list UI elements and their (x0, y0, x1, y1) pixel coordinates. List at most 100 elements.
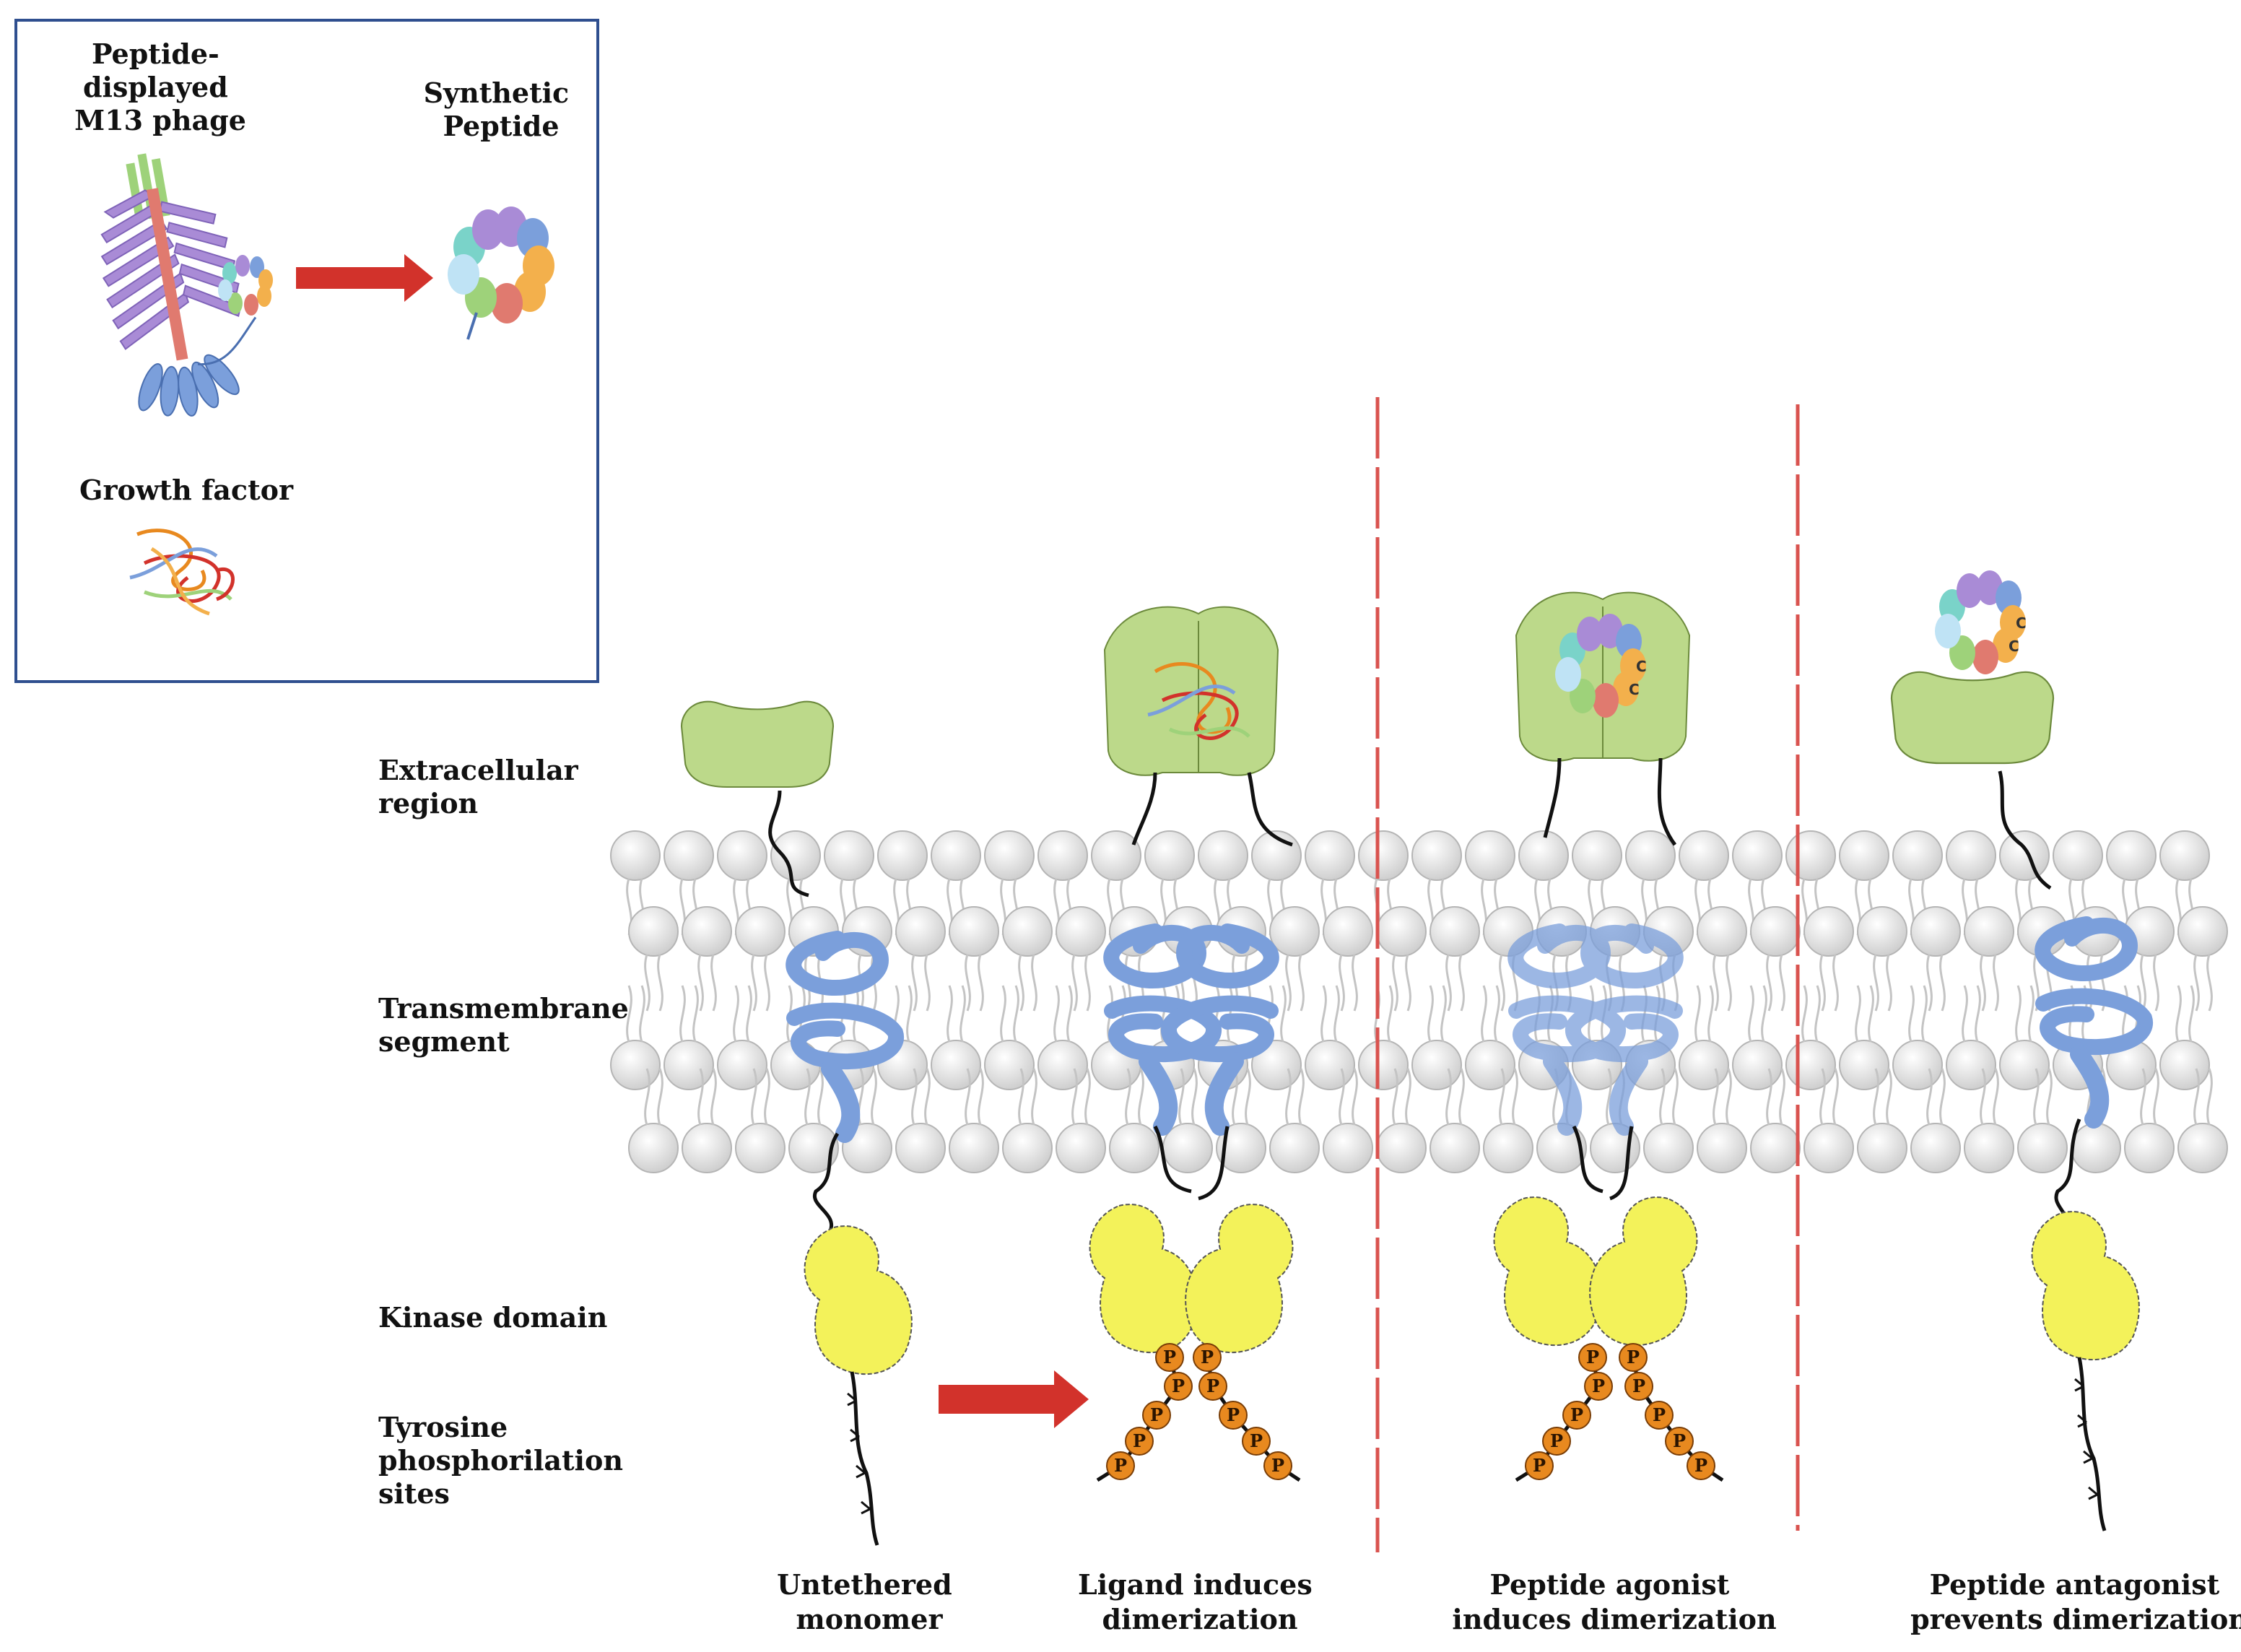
lipid-molecule (1322, 905, 1374, 1012)
extracellular-label: Extracellular region (378, 754, 588, 820)
kinase-domain-label: Kinase domain (378, 1301, 607, 1334)
phospho-site (1263, 1451, 1292, 1480)
lipid-molecule (663, 984, 715, 1091)
lipid-molecule (1785, 984, 1837, 1091)
cysteine-glyph: C (2016, 614, 2027, 632)
lipid-molecule (1910, 905, 1962, 1012)
lipid-molecule (681, 905, 733, 1012)
phospho-site (1155, 1343, 1184, 1372)
caption-untethered-monomer: Untethered monomer (777, 1568, 962, 1635)
synthetic-peptide-label: Synthetic Peptide (424, 77, 579, 142)
phospho-glyph: P (1206, 1375, 1219, 1396)
m13-phage-icon (100, 153, 273, 417)
phage-label: Peptide- displayed M13 phage (74, 38, 246, 136)
lipid-molecule (1001, 905, 1053, 1012)
lipid-molecule (1678, 984, 1730, 1091)
inset-arrow (296, 254, 433, 302)
lipid-molecule (1411, 984, 1463, 1091)
phospho-site (1687, 1451, 1715, 1480)
receptor-dimer-agonist: C C (1493, 591, 1698, 1347)
synthetic-peptide-icon (448, 206, 554, 340)
growth-factor-bound-icon (1147, 662, 1250, 740)
phospho-site (1578, 1343, 1607, 1372)
growth-factor-label: Growth factor (79, 474, 294, 506)
phospho-site (1242, 1427, 1271, 1456)
cysteine-glyph: C (2009, 638, 2019, 655)
lipid-molecule (1215, 905, 1267, 1012)
lipid-molecule (1429, 905, 1481, 1012)
lipid-molecule (1731, 984, 1783, 1091)
phospho-glyph: P (1150, 1404, 1163, 1425)
phospho-site (1219, 1401, 1248, 1430)
lipid-molecule (1856, 905, 1908, 1012)
lipid-molecule (1375, 905, 1427, 1012)
phospho-site (1106, 1451, 1135, 1480)
activation-arrow (939, 1370, 1089, 1428)
lipid-molecule (1963, 905, 2015, 1012)
receptor-monomer-antagonist: C C (1890, 570, 2145, 1531)
receptor-monomer-1 (680, 700, 913, 1546)
lipid-molecule (1803, 905, 1855, 1012)
lipid-molecule (2177, 905, 2229, 1012)
lipid-molecule (1892, 984, 1944, 1091)
lipid-molecule (895, 905, 947, 1012)
lipid-molecule (2159, 984, 2211, 1091)
lipid-molecule (1037, 984, 1089, 1091)
cysteine-glyph: C (1636, 658, 1647, 675)
lipid-molecule (1357, 984, 1409, 1091)
lipid-molecule (930, 984, 982, 1091)
phospho-glyph: P (1250, 1430, 1263, 1451)
cysteine-glyph: C (1629, 681, 1640, 698)
phospho-site (1125, 1427, 1154, 1456)
caption-agonist-dimerization: Peptide agonist induces dimerization (1452, 1568, 1776, 1635)
tyrosine-sites-label: Tyrosine phosphorilation sites (378, 1411, 632, 1510)
phospho-glyph: P (1201, 1347, 1214, 1368)
phospho-glyph: P (1570, 1404, 1583, 1425)
phospho-site (1198, 1372, 1227, 1401)
lipid-molecule (1536, 905, 1588, 1012)
phospho-glyph: P (1586, 1347, 1599, 1368)
phospho-glyph: P (1271, 1455, 1284, 1476)
transmembrane-label: Transmembrane segment (378, 992, 638, 1058)
lipid-molecule (1304, 984, 1356, 1091)
phospho-site (1584, 1372, 1613, 1401)
inset-frame (14, 19, 599, 683)
phospho-site (1562, 1401, 1591, 1430)
caption-ligand-dimerization: Ligand induces dimerization (1078, 1568, 1322, 1635)
growth-factor-icon (129, 529, 235, 616)
lipid-molecule (1055, 905, 1107, 1012)
phospho-site (1525, 1451, 1554, 1480)
phospho-glyph: P (1592, 1375, 1605, 1396)
phospho-glyph: P (1533, 1455, 1546, 1476)
phospho-glyph: P (1133, 1430, 1146, 1451)
phospho-glyph: P (1114, 1455, 1127, 1476)
lipid-molecule (1945, 984, 1997, 1091)
caption-antagonist-prevents: Peptide antagonist prevents dimerization (1910, 1568, 2241, 1635)
phospho-site (1542, 1427, 1571, 1456)
phospho-site (1193, 1343, 1222, 1372)
phospho-site (1142, 1401, 1171, 1430)
phospho-glyph: P (1653, 1404, 1666, 1425)
receptor-dimer-ligand (1089, 606, 1294, 1354)
lipid-molecule (716, 984, 768, 1091)
lipid-molecule (1464, 984, 1516, 1091)
phospho-site (1645, 1401, 1674, 1430)
phospho-site (1624, 1372, 1653, 1401)
lipid-molecule (1749, 905, 1801, 1012)
phospho-glyph: P (1550, 1430, 1563, 1451)
phospho-site (1164, 1372, 1193, 1401)
peptide-agonist-icon: C C (1555, 614, 1647, 718)
phospho-glyph: P (1632, 1375, 1645, 1396)
peptide-antagonist-icon: C C (1935, 570, 2027, 674)
lipid-molecule (734, 905, 786, 1012)
lipid-molecule (1838, 984, 1890, 1091)
phospho-glyph: P (1694, 1455, 1707, 1476)
phospho-glyph: P (1673, 1430, 1686, 1451)
phospho-glyph: P (1627, 1347, 1640, 1368)
lipid-molecule (1696, 905, 1748, 1012)
phospho-site (1665, 1427, 1694, 1456)
lipid-molecule (948, 905, 1000, 1012)
phospho-glyph: P (1172, 1375, 1185, 1396)
